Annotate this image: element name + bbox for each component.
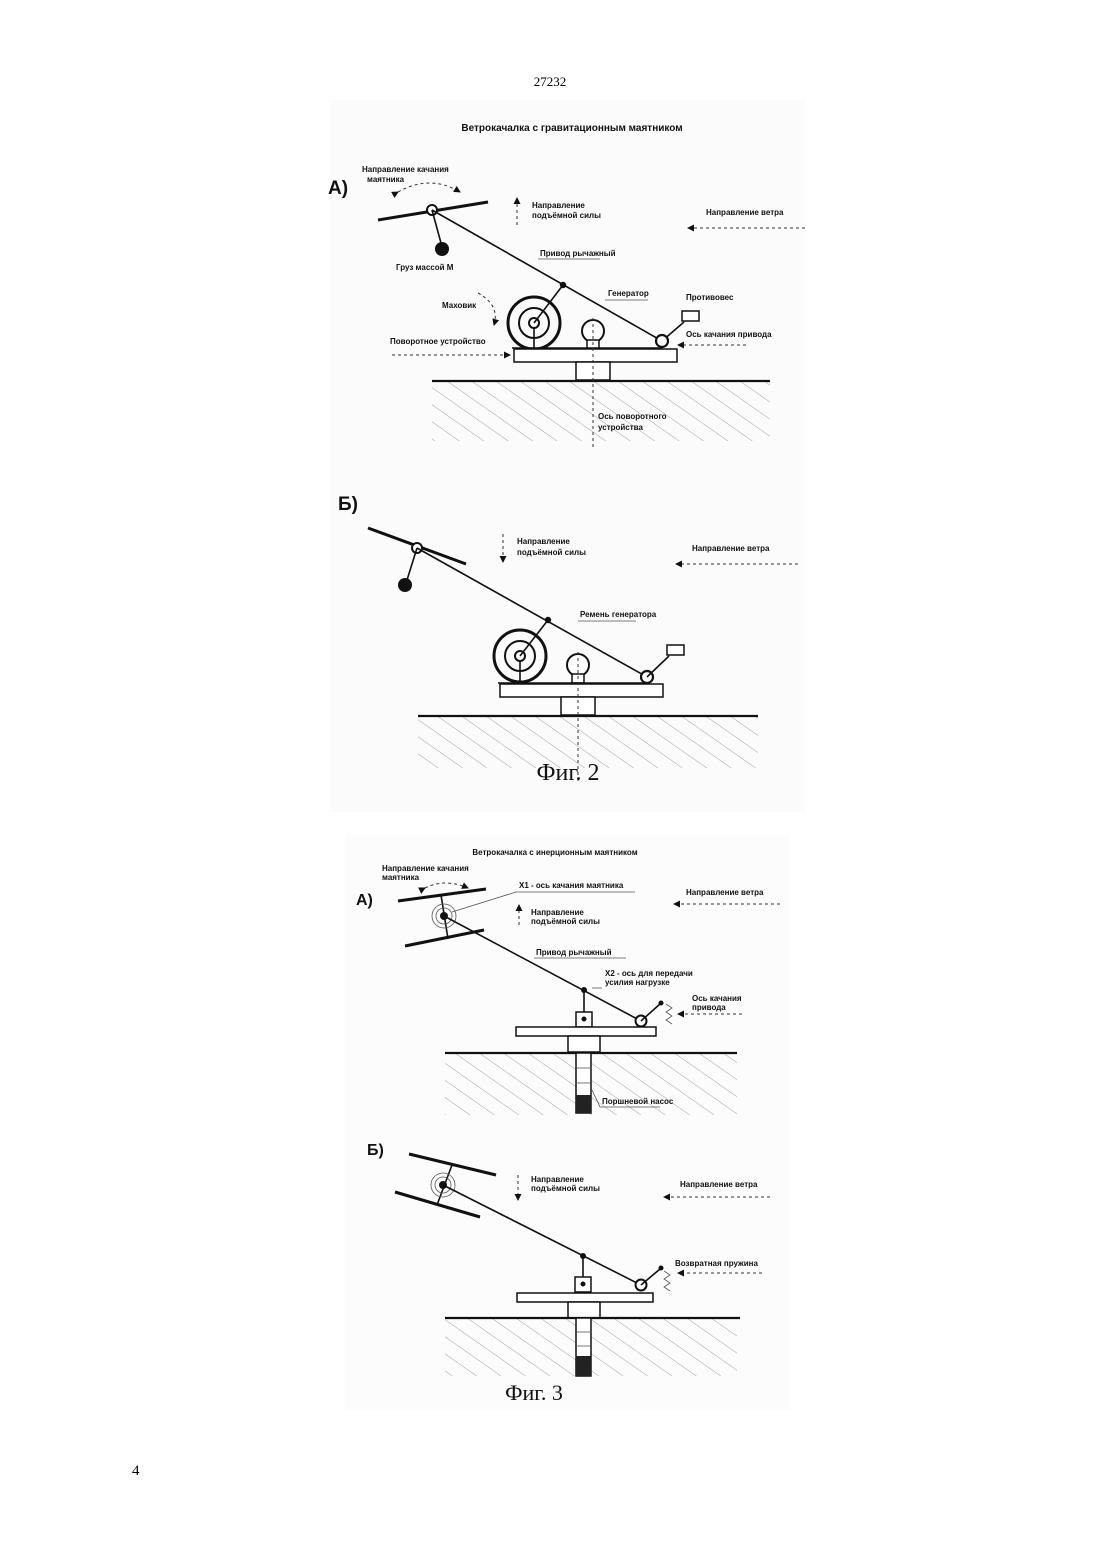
fig2-b-weight <box>398 578 412 592</box>
fig3-a-swing-direction-label-2: маятника <box>382 873 420 882</box>
fig3-b-spring-arm-end <box>659 1266 664 1271</box>
fig2-a-rotary-device-label: Поворотное устройство <box>390 337 486 346</box>
fig3-a-rotary-device <box>568 1036 600 1052</box>
fig3-a-lever-label: Привод рычажный <box>536 948 612 957</box>
fig3-b-lift-label-1: Направление <box>531 1175 584 1184</box>
fig3-b-crosshead-pin <box>581 1282 586 1287</box>
fig3-a-crosshead-pin <box>582 1017 587 1022</box>
fig3-a-spring-arm-end <box>659 1001 664 1006</box>
fig2-a-wind-label: Направление ветра <box>706 208 784 217</box>
fig2-title: Ветрокачалка с гравитационным маятником <box>461 123 682 134</box>
fig3-a-platform <box>516 1027 656 1036</box>
fig3-a-x2-label-1: Х2 - ось для передачи <box>605 969 693 978</box>
fig2-a-drive-axis <box>656 335 668 347</box>
fig2-a-swing-direction-label-2: маятника <box>367 175 405 184</box>
figure-3: Ветрокачалка с инерционным маятником А) … <box>345 835 790 1410</box>
fig2-a-lever-label: Привод рычажный <box>540 249 616 258</box>
fig2-b-lift-label-1: Направление <box>517 537 570 546</box>
fig3-a-wind-label: Направление ветра <box>686 888 764 897</box>
fig3-a-lift-label-1: Направление <box>531 908 584 917</box>
fig2-a-rotary-axis-label-1: Ось поворотного <box>598 412 667 421</box>
fig2-a-lift-label-1: Направление <box>532 201 585 210</box>
fig3-a-x2-label-2: усилия нагрузке <box>605 978 670 987</box>
fig2-a-weight-label: Груз массой М <box>396 263 454 272</box>
fig2-a-swing-direction-label-1: Направление качания <box>362 165 449 174</box>
fig2-a-letter: А) <box>328 178 348 199</box>
fig3-a-lift-label-2: подъёмной силы <box>531 917 600 926</box>
fig2-a-rotary-axis-label-2: устройства <box>598 423 643 432</box>
fig3-b-return-spring-label: Возвратная пружина <box>675 1259 758 1268</box>
fig3-caption: Фиг. 3 <box>505 1380 563 1405</box>
page-number-bottom: 4 <box>132 1463 140 1480</box>
figure-2: Ветрокачалка с гравитационным маятником … <box>328 100 805 812</box>
fig2-a-lift-label-2: подъёмной силы <box>532 211 601 220</box>
fig3-b-wind-label: Направление ветра <box>680 1180 758 1189</box>
fig2-a-rotary-device <box>576 362 610 380</box>
fig3-b-lift-label-2: подъёмной силы <box>531 1184 600 1193</box>
fig2-a-flywheel-label: Маховик <box>442 301 477 310</box>
fig3-title: Ветрокачалка с инерционным маятником <box>472 848 637 857</box>
fig3-a-drive-axis-label-1: Ось качания <box>692 994 742 1003</box>
fig2-a-ground-hatch <box>432 381 770 441</box>
fig3-a-pump-piston <box>576 1095 591 1113</box>
fig3-b-letter: Б) <box>367 1142 384 1159</box>
fig3-a-drive-axis-label-2: привода <box>692 1003 726 1012</box>
fig2-a-weight <box>435 242 449 256</box>
fig2-a-drive-axis-label: Ось качания привода <box>686 330 772 339</box>
fig2-b-lift-label-2: подъёмной силы <box>517 548 586 557</box>
fig3-b-platform <box>517 1293 653 1302</box>
fig3-b-pump-piston <box>576 1356 591 1376</box>
fig2-a-counterweight <box>682 311 699 321</box>
fig3-b-rotary-device <box>568 1302 600 1318</box>
fig3-a-x1-label: Х1 - ось качания маятника <box>519 881 624 890</box>
fig2-b-platform <box>500 684 663 697</box>
fig2-b-letter: Б) <box>338 494 358 515</box>
fig2-a-counterweight-label: Противовес <box>686 293 734 302</box>
fig2-b-belt-label: Ремень генератора <box>580 610 657 619</box>
fig2-a-platform <box>514 349 677 362</box>
fig3-a-piston-pump-label: Поршневой насос <box>602 1097 674 1106</box>
fig3-a-letter: А) <box>356 892 373 909</box>
fig2-a-generator-label: Генератор <box>608 289 649 298</box>
fig2-caption: Фиг. 2 <box>537 760 600 786</box>
fig2-b-counterweight <box>667 645 684 655</box>
fig2-b-wind-label: Направление ветра <box>692 544 770 553</box>
fig3-a-swing-direction-label-1: Направление качания <box>382 864 469 873</box>
